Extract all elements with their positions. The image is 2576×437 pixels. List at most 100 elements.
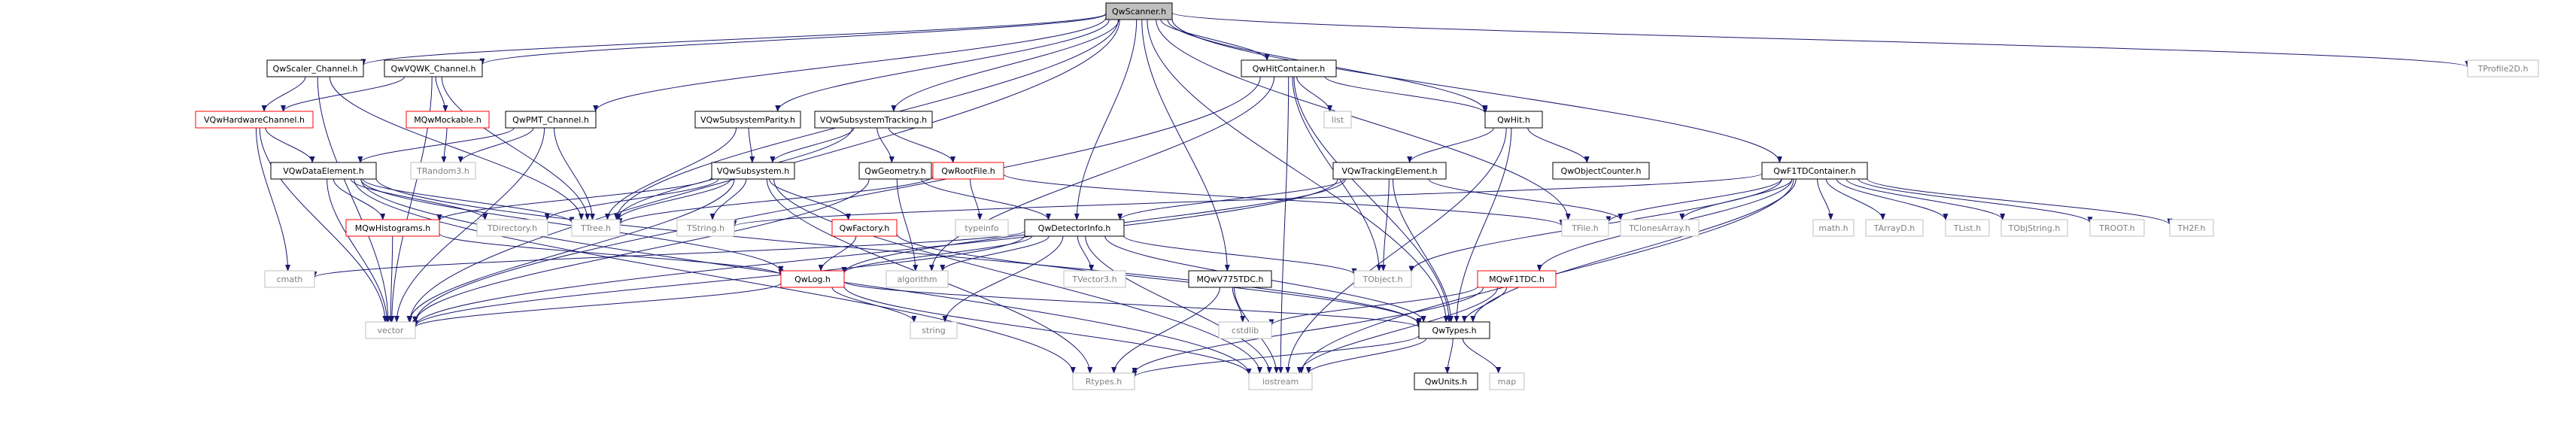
edge-QwScalerChannel-to-TTree bbox=[329, 76, 585, 220]
node-box bbox=[711, 162, 795, 180]
node-label: TRandom3.h bbox=[416, 166, 469, 176]
edge-VQwSubsystem-to-MQwHistograms bbox=[436, 177, 712, 222]
node-label: TTree.h bbox=[580, 223, 611, 233]
node-QwF1TDContainer[interactable]: QwF1TDContainer.h bbox=[1761, 162, 1868, 180]
node-cstdlib: cstdlib bbox=[1218, 321, 1272, 339]
edge-VQwTrackingElement-to-vector bbox=[412, 178, 1338, 327]
node-QwSubsystemParity[interactable]: VQwSubsystemParity.h bbox=[694, 111, 801, 129]
node-string: string bbox=[910, 321, 958, 339]
node-map: map bbox=[1489, 372, 1525, 390]
node-MQwV775TDC[interactable]: MQwV775TDC.h bbox=[1188, 270, 1272, 288]
edge-QwRootFile-to-TFile bbox=[1003, 173, 1565, 227]
node-cmath: cmath bbox=[264, 270, 315, 288]
node-label: TProfile2D.h bbox=[2477, 64, 2529, 74]
node-box bbox=[886, 270, 949, 288]
node-label: QwHit.h bbox=[1497, 115, 1530, 125]
node-QwSubsystemTracking[interactable]: VQwSubsystemTracking.h bbox=[814, 111, 933, 129]
edge-QwF1TDContainer-to-TString bbox=[731, 173, 1763, 228]
edge-QwPMTChannel-to-TTree bbox=[554, 127, 595, 220]
node-TProfile2D: TProfile2D.h bbox=[2467, 59, 2539, 77]
node-label: QwUnits.h bbox=[1425, 377, 1467, 387]
node-QwVQWKChannel[interactable]: QwVQWK_Channel.h bbox=[384, 59, 483, 77]
edge-QwDetectorInfo-to-vector bbox=[412, 235, 1025, 328]
edge-QwScanner-to-MQwV775TDC bbox=[1141, 19, 1230, 272]
node-box bbox=[1332, 162, 1447, 180]
node-QwFactory[interactable]: QwFactory.h bbox=[831, 219, 898, 237]
node-label: VQwSubsystem.h bbox=[717, 166, 789, 176]
node-iostream: iostream bbox=[1248, 372, 1313, 390]
node-QwLog[interactable]: QwLog.h bbox=[780, 270, 845, 288]
edge-MQwHistograms-to-vector bbox=[387, 235, 393, 323]
node-box bbox=[1024, 219, 1125, 237]
node-VQwHardwareChannel[interactable]: VQwHardwareChannel.h bbox=[195, 111, 314, 129]
node-label: Rtypes.h bbox=[1086, 377, 1122, 387]
node-label: QwScaler_Channel.h bbox=[273, 64, 358, 74]
node-label: MQwMockable.h bbox=[414, 115, 481, 125]
node-QwPMTChannel[interactable]: QwPMT_Channel.h bbox=[505, 111, 597, 129]
edge-QwDetectorInfo-to-algorithm bbox=[940, 235, 1050, 272]
edge-QwLog-to-vector bbox=[412, 282, 782, 328]
edge-QwLog-to-QwTypes bbox=[843, 281, 1422, 329]
node-VQwTrackingElement[interactable]: VQwTrackingElement.h bbox=[1332, 162, 1447, 180]
node-QwDetectorInfo[interactable]: QwDetectorInfo.h bbox=[1024, 219, 1125, 237]
node-label: MQwF1TDC.h bbox=[1489, 275, 1545, 284]
node-box bbox=[270, 162, 377, 180]
node-QwGeometry[interactable]: QwGeometry.h bbox=[858, 162, 932, 180]
edge-QwPMTChannel-to-vector bbox=[393, 127, 545, 323]
node-label: VQwTrackingElement.h bbox=[1342, 166, 1438, 176]
node-typeinfo: typeinfo bbox=[955, 219, 1009, 237]
node-label: TObject.h bbox=[1362, 275, 1402, 284]
edge-QwTypes-to-QwUnits bbox=[1444, 338, 1454, 374]
edge-MQwV775TDC-to-Rtypes bbox=[1111, 287, 1220, 374]
node-VQwSubsystem[interactable]: VQwSubsystem.h bbox=[711, 162, 795, 180]
node-QwTypes[interactable]: QwTypes.h bbox=[1418, 321, 1490, 339]
node-MQwMockable[interactable]: MQwMockable.h bbox=[406, 111, 490, 129]
edge-MQwV775TDC-to-cstdlib bbox=[1232, 287, 1246, 323]
node-label: typeinfo bbox=[964, 223, 998, 233]
node-TArrayD: TArrayD.h bbox=[1865, 219, 1924, 237]
edge-QwF1TDContainer-to-TList bbox=[1836, 178, 1949, 221]
node-box bbox=[1552, 162, 1650, 180]
node-label: QwFactory.h bbox=[840, 223, 890, 233]
node-QwRootFile[interactable]: QwRootFile.h bbox=[932, 162, 1004, 180]
node-MQwHistograms[interactable]: MQwHistograms.h bbox=[345, 219, 440, 237]
node-box bbox=[2169, 219, 2214, 237]
node-QwObjectCounter[interactable]: QwObjectCounter.h bbox=[1552, 162, 1650, 180]
node-box bbox=[858, 162, 932, 180]
node-QwScalerChannel[interactable]: QwScaler_Channel.h bbox=[266, 59, 364, 77]
edge-MQwF1TDC-to-cstdlib bbox=[1268, 286, 1478, 326]
node-QwUnits[interactable]: QwUnits.h bbox=[1414, 372, 1478, 390]
node-label: cmath bbox=[277, 275, 303, 284]
node-label: TFile.h bbox=[1571, 223, 1599, 233]
node-box bbox=[831, 219, 898, 237]
node-label: VQwSubsystemParity.h bbox=[700, 115, 795, 125]
node-QwHit[interactable]: QwHit.h bbox=[1484, 111, 1543, 129]
node-box bbox=[406, 111, 490, 129]
edge-QwF1TDContainer-to-TObjString bbox=[1845, 178, 2006, 220]
edge-QwF1TDContainer-to-TH2F bbox=[1867, 178, 2173, 226]
node-label: TClonesArray.h bbox=[1628, 223, 1690, 233]
node-QwScanner[interactable]: QwScanner.h bbox=[1105, 2, 1173, 20]
edge-QwFactory-to-QwTypes bbox=[896, 233, 1422, 325]
edge-QwHit-to-QwTypes bbox=[1454, 127, 1512, 323]
node-label: TString.h bbox=[686, 223, 724, 233]
node-label: VQwHardwareChannel.h bbox=[204, 115, 305, 125]
node-QwHitContainer[interactable]: QwHitContainer.h bbox=[1241, 59, 1337, 77]
node-MQwF1TDC[interactable]: MQwF1TDC.h bbox=[1477, 270, 1557, 288]
edge-VQwTrackingElement-to-QwTypes bbox=[1392, 178, 1454, 323]
edge-VQwDataElement-to-TTree bbox=[362, 178, 575, 224]
node-VQwDataElement[interactable]: VQwDataElement.h bbox=[270, 162, 377, 180]
edge-VQwSubsystem-to-iostream bbox=[773, 178, 1262, 374]
node-label: list bbox=[1332, 115, 1344, 125]
node-list: list bbox=[1323, 111, 1352, 129]
edge-QwF1TDContainer-to-QwTypes bbox=[1470, 178, 1797, 323]
node-box bbox=[1063, 270, 1126, 288]
edge-QwHitContainer-to-vector bbox=[412, 76, 1261, 324]
edge-QwVQWKChannel-to-MQwMockable bbox=[435, 76, 448, 112]
edge-QwRootFile-to-TTree bbox=[617, 175, 934, 226]
node-box bbox=[1484, 111, 1543, 129]
edge-QwF1TDContainer-to-math bbox=[1817, 178, 1833, 220]
edge-QwPMTChannel-to-TRandom3 bbox=[457, 127, 534, 163]
edge-QwDetectorInfo-to-iostream bbox=[1085, 235, 1272, 374]
